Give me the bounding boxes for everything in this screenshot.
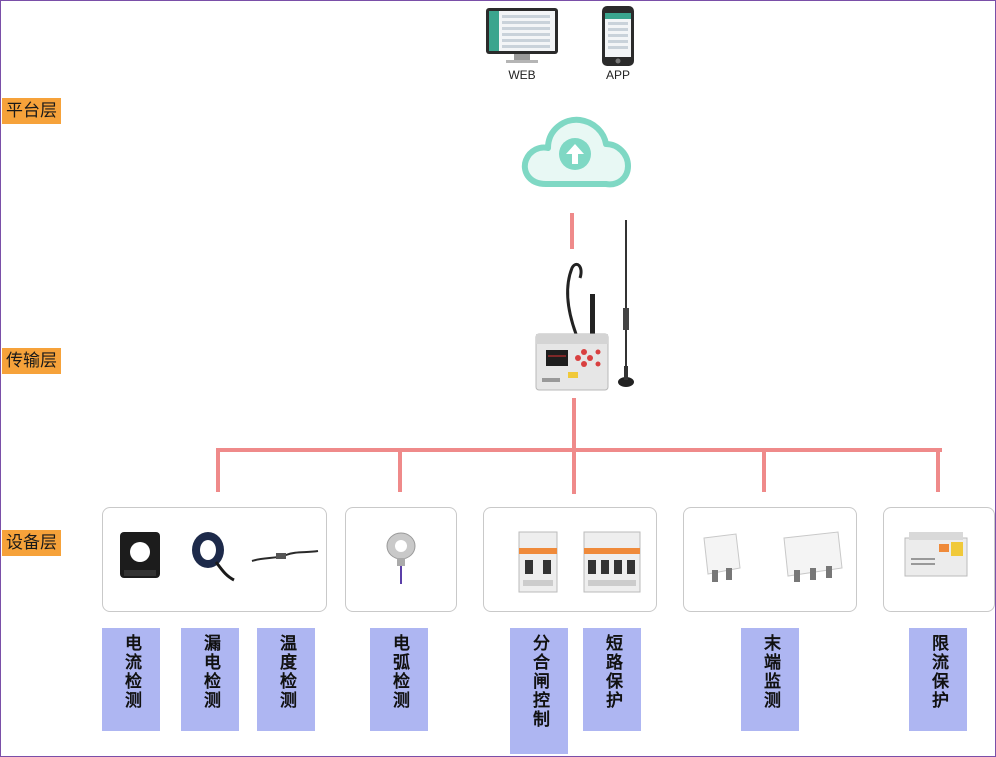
app-phone-icon [602, 6, 634, 66]
bus-drop-3 [762, 448, 766, 492]
arc-sensor-icon [386, 532, 416, 584]
function-label-temperature: 温度检测 [257, 628, 315, 731]
gateway-bus-connector [572, 398, 576, 494]
function-text: 电流检测 [121, 634, 141, 710]
cloud-upload-icon [521, 116, 631, 188]
bus-drop-1 [216, 448, 220, 492]
device-bus-line [216, 448, 942, 452]
function-text: 漏电检测 [200, 634, 220, 710]
function-label-switching: 分合闸控制 [510, 628, 568, 754]
terminal-monitor-small-icon [703, 533, 741, 582]
function-text: 电弧检测 [389, 634, 409, 710]
layer-label-transport: 传输层 [2, 348, 61, 374]
terminal-monitor-large-icon [783, 531, 843, 582]
function-text: 分合闸控制 [529, 634, 549, 729]
layer-label-device: 设备层 [2, 530, 61, 556]
function-text: 末端监测 [760, 634, 780, 710]
web-caption: WEB [508, 68, 536, 82]
bus-drop-2 [398, 448, 402, 492]
app-caption: APP [605, 68, 630, 82]
function-label-current: 电流检测 [102, 628, 160, 731]
breaker-four-pole-icon [583, 531, 641, 593]
web-monitor-icon [486, 8, 558, 63]
function-text: 限流保护 [928, 634, 948, 710]
function-text: 短路保护 [602, 634, 622, 710]
function-label-leakage: 漏电检测 [181, 628, 239, 731]
current-limiter-icon [904, 532, 968, 577]
leakage-sensor-icon [192, 532, 235, 582]
layer-label-platform: 平台层 [2, 98, 61, 124]
function-label-limiting: 限流保护 [909, 628, 967, 731]
gateway-device-icon [535, 220, 634, 391]
function-text: 温度检测 [276, 634, 296, 710]
temperature-probe-icon [251, 550, 319, 562]
current-sensor-icon [120, 532, 160, 578]
function-label-arc: 电弧检测 [370, 628, 428, 731]
cloud-gateway-connector [570, 213, 574, 249]
function-label-terminal: 末端监测 [741, 628, 799, 731]
function-label-short-circuit: 短路保护 [583, 628, 641, 731]
bus-drop-4 [936, 448, 940, 492]
breaker-two-pole-icon [518, 531, 558, 593]
